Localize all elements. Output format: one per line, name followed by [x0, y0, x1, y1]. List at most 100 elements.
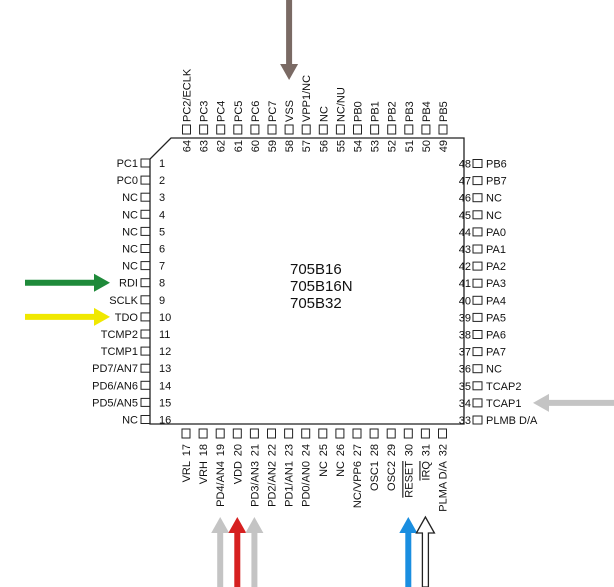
pin-name: IRQ — [420, 461, 432, 481]
pin-name: NC/VPP6 — [352, 461, 364, 508]
pin-number: 28 — [369, 444, 381, 456]
pin-name: PC0 — [117, 175, 138, 187]
pin-number: 23 — [284, 444, 296, 456]
pin-30 — [403, 428, 413, 439]
pin-36 — [472, 364, 483, 374]
pin-number: 61 — [233, 140, 245, 152]
pin-name: TCMP1 — [101, 346, 138, 358]
pin-number: 6 — [159, 244, 165, 256]
pin-number: 18 — [198, 444, 210, 456]
pin-27 — [352, 428, 362, 439]
pin-63 — [199, 124, 209, 135]
pin-name: VPP1/NC — [301, 75, 313, 122]
pin-number: 53 — [370, 140, 382, 152]
pin-name: PB5 — [438, 101, 450, 122]
pin-number: 32 — [438, 444, 450, 456]
reset-arrow — [399, 517, 418, 587]
pin-5 — [140, 226, 151, 236]
pin-name: PD4/AN4 — [215, 461, 227, 507]
pin-64 — [182, 124, 191, 135]
pin-name: NC — [122, 226, 138, 238]
pin-24 — [301, 428, 311, 439]
pin-name: NC — [122, 261, 138, 273]
pin-number: 9 — [159, 295, 165, 307]
pin-44 — [472, 227, 483, 237]
pin-number: 21 — [249, 444, 261, 456]
pin-46 — [472, 193, 483, 203]
pin-28 — [369, 428, 379, 439]
pin-number: 17 — [181, 444, 193, 456]
pin-name: VDD — [232, 461, 244, 484]
pin-12 — [140, 346, 151, 356]
pin-57 — [301, 124, 311, 135]
pin-number: 62 — [216, 140, 228, 152]
pin-number: 42 — [459, 261, 471, 273]
pin-62 — [216, 124, 226, 135]
vdd-arrow — [228, 517, 247, 587]
pins-layer: 1PC12PC03NC4NC5NC6NC7NC8RDI9SCLK10TDO11T… — [92, 68, 538, 512]
pin-number: 30 — [403, 444, 415, 456]
pin-name: PD6/AN6 — [92, 380, 138, 392]
pin-number: 56 — [318, 140, 330, 152]
pin-number: 27 — [352, 444, 364, 456]
pin-name: PB3 — [404, 101, 416, 122]
pin-number: 63 — [199, 140, 211, 152]
pin-49 — [438, 124, 448, 135]
pin-number: 25 — [318, 444, 330, 456]
pin-name: PC5 — [233, 101, 245, 122]
pin-16 — [140, 415, 151, 424]
pin-43 — [472, 244, 483, 254]
pin-11 — [140, 329, 151, 339]
chip-outline — [149, 137, 465, 425]
pin-name: PA4 — [486, 295, 506, 307]
pin-47 — [472, 176, 483, 186]
pin-name: PC2/ECLK — [182, 68, 194, 122]
pin-name: VRH — [198, 461, 210, 484]
pin-name: PA2 — [486, 261, 506, 273]
part-number: 705B32 — [290, 295, 342, 312]
pin-3 — [140, 192, 151, 202]
pin-number: 15 — [159, 397, 171, 409]
pin-39 — [472, 312, 483, 322]
pin-name: NC/NU — [335, 87, 347, 122]
irq-arrow-shape — [415, 515, 436, 587]
part-number: 705B16N — [290, 278, 353, 295]
pin-number: 35 — [459, 381, 471, 393]
pin-number: 64 — [182, 140, 194, 152]
pin-29 — [386, 428, 396, 439]
pin-name: PB0 — [353, 101, 365, 122]
pin-34 — [472, 398, 483, 408]
tcap1-arrow — [533, 393, 614, 412]
pin-48 — [472, 159, 483, 168]
pin-number: 20 — [232, 444, 244, 456]
pin-22 — [267, 428, 276, 439]
pin-number: 12 — [159, 346, 171, 358]
pin-name: PC7 — [267, 101, 279, 122]
pin-number: 52 — [387, 140, 399, 152]
pin-58 — [284, 124, 294, 135]
pin-name: PB6 — [486, 159, 507, 171]
pin-number: 45 — [459, 210, 471, 222]
pin-name: PB7 — [486, 176, 507, 188]
pin-name: PB1 — [370, 101, 382, 122]
pin-51 — [404, 124, 414, 135]
pin-name: PA0 — [486, 227, 506, 239]
pin-number: 43 — [459, 244, 471, 256]
pin-number: 46 — [459, 193, 471, 205]
pin-37 — [472, 347, 483, 357]
pin-number: 50 — [421, 140, 433, 152]
pin-number: 29 — [386, 444, 398, 456]
pin-42 — [472, 261, 483, 271]
pin-name: TCAP2 — [486, 381, 521, 393]
pin-name: NC — [122, 209, 138, 221]
pin-name: PD0/AN0 — [301, 461, 313, 507]
pin-50 — [421, 124, 431, 135]
pin-name: VRL — [181, 461, 193, 482]
pin-name: PC4 — [216, 101, 228, 122]
pin-41 — [472, 278, 483, 288]
tcap1-arrow-shape — [533, 393, 614, 412]
pin-name: PA6 — [486, 330, 506, 342]
pin-name: PLMA D/A — [438, 460, 450, 511]
pin-name: PB2 — [387, 101, 399, 122]
pin-number: 7 — [159, 261, 165, 273]
